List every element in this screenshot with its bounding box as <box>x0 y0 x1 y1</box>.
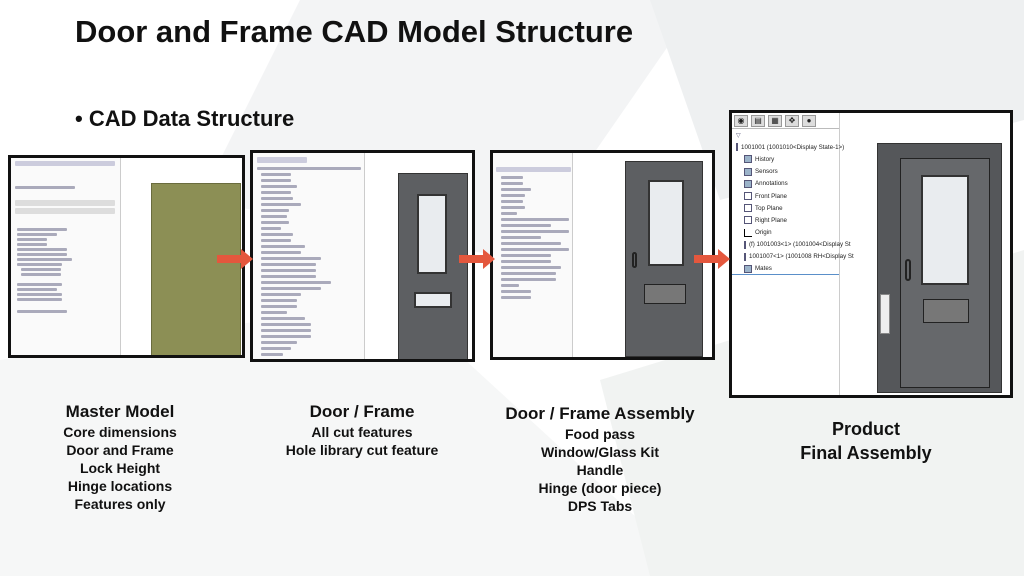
master-door-model <box>151 183 241 355</box>
food-pass-cutout <box>414 292 452 308</box>
caption-line: Lock Height <box>79 460 161 476</box>
caption-line: Final Assembly <box>800 443 932 463</box>
window-kit <box>921 175 969 285</box>
caption-heading: Product <box>831 419 900 439</box>
tree-item[interactable]: Sensors <box>732 166 839 178</box>
caption-line: Window/Glass Kit <box>540 444 660 460</box>
handle <box>905 259 911 281</box>
caption-line: DPS Tabs <box>567 498 633 514</box>
tree-item[interactable]: (f) 1001003<1> (1001004<Display St <box>732 239 851 251</box>
tree-item[interactable]: 1001001 (1001010<Display State-1>) <box>732 141 844 153</box>
food-pass <box>923 299 969 323</box>
caption-line: Handle <box>576 462 624 478</box>
feature-tree-panel <box>253 153 365 359</box>
filter-icon[interactable]: ▽ <box>736 131 741 139</box>
arrow-right-icon <box>694 249 730 269</box>
door-assembly-screenshot <box>490 150 715 360</box>
caption-line: Hinge (door piece) <box>538 480 662 496</box>
food-pass <box>644 284 686 304</box>
property-manager-panel <box>11 158 121 355</box>
caption-line: Features only <box>74 496 166 512</box>
caption-line: Door and Frame <box>66 442 174 458</box>
tree-item[interactable]: 1001007<1> (1001008 RH<Display St <box>732 251 854 263</box>
master-model-caption: Master Model Core dimensions Door and Fr… <box>20 401 220 513</box>
caption-line: Food pass <box>564 426 635 442</box>
tree-item[interactable]: Right Plane <box>732 214 839 226</box>
handle <box>632 252 637 268</box>
caption-heading: Master Model <box>65 402 175 421</box>
bullet-heading: • CAD Data Structure <box>75 106 295 131</box>
tree-item[interactable]: Origin <box>732 227 839 239</box>
window-cutout <box>417 194 447 274</box>
master-model-screenshot <box>8 155 245 358</box>
caption-line: All cut features <box>311 424 413 440</box>
part-icon[interactable]: ◉ <box>734 115 748 127</box>
caption-heading: Door / Frame Assembly <box>505 404 695 423</box>
final-door-frame-model <box>877 143 1002 393</box>
target-icon[interactable]: ✥ <box>785 115 799 127</box>
door-frame-caption: Door / Frame All cut features Hole libra… <box>252 401 472 459</box>
tree-item[interactable]: Top Plane <box>732 202 839 214</box>
tree-item[interactable]: Front Plane <box>732 190 839 202</box>
caption-line: Hole library cut feature <box>285 442 439 458</box>
bullet-text: CAD Data Structure <box>88 106 295 131</box>
door-frame-screenshot <box>250 150 475 362</box>
arrow-right-icon <box>459 249 495 269</box>
product-caption: Product Final Assembly <box>756 417 976 465</box>
caption-heading: Door / Frame <box>309 402 415 421</box>
window-kit <box>648 180 684 266</box>
cut-door-model <box>398 173 468 359</box>
assembled-door-model <box>625 161 703 357</box>
tree-item[interactable]: History <box>732 153 839 165</box>
tree-tabs: ◉▤▦✥● <box>732 113 839 129</box>
strike-plate <box>880 294 890 334</box>
tree-item[interactable]: Annotations <box>732 178 839 190</box>
tree-item[interactable]: Mates <box>732 263 839 276</box>
property-icon[interactable]: ▤ <box>751 115 765 127</box>
final-feature-tree: ◉▤▦✥● ▽ 1001001 (1001010<Display State-1… <box>732 113 854 395</box>
final-assembly-screenshot: ◉▤▦✥● ▽ 1001001 (1001010<Display State-1… <box>729 110 1013 398</box>
config-icon[interactable]: ▦ <box>768 115 782 127</box>
door-leaf <box>900 158 990 388</box>
arrow-right-icon <box>217 249 253 269</box>
slide-title: Door and Frame CAD Model Structure <box>75 14 634 49</box>
assembly-tree-panel <box>493 153 573 357</box>
caption-line: Core dimensions <box>63 424 177 440</box>
door-assembly-caption: Door / Frame Assembly Food pass Window/G… <box>480 403 720 515</box>
appearance-icon[interactable]: ● <box>802 115 816 127</box>
caption-line: Hinge locations <box>67 478 173 494</box>
